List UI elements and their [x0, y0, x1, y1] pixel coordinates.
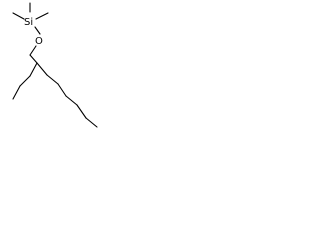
structure-diagram: Si O: [0, 0, 106, 131]
hexyl-bond-6: [85, 117, 98, 128]
hexyl-bond-5: [76, 104, 87, 119]
silicon-atom-label: Si: [24, 17, 33, 28]
hexyl-bond-4: [65, 95, 78, 106]
butyl-bond-1: [29, 62, 38, 77]
o-ch2-bond: [29, 45, 37, 56]
si-methyl-bond-right: [35, 12, 49, 20]
si-o-bond: [34, 26, 41, 35]
butyl-bond-2: [19, 75, 31, 87]
oxygen-atom-label: O: [35, 36, 43, 47]
hexyl-bond-1: [36, 62, 48, 76]
hexyl-bond-2: [46, 74, 59, 85]
butyl-bond-3: [12, 85, 21, 100]
hexyl-bond-3: [57, 83, 67, 97]
si-methyl-bond-left: [12, 12, 25, 20]
ch2-ch-bond: [29, 54, 38, 64]
molecule-drawing: Si O: [12, 2, 98, 128]
